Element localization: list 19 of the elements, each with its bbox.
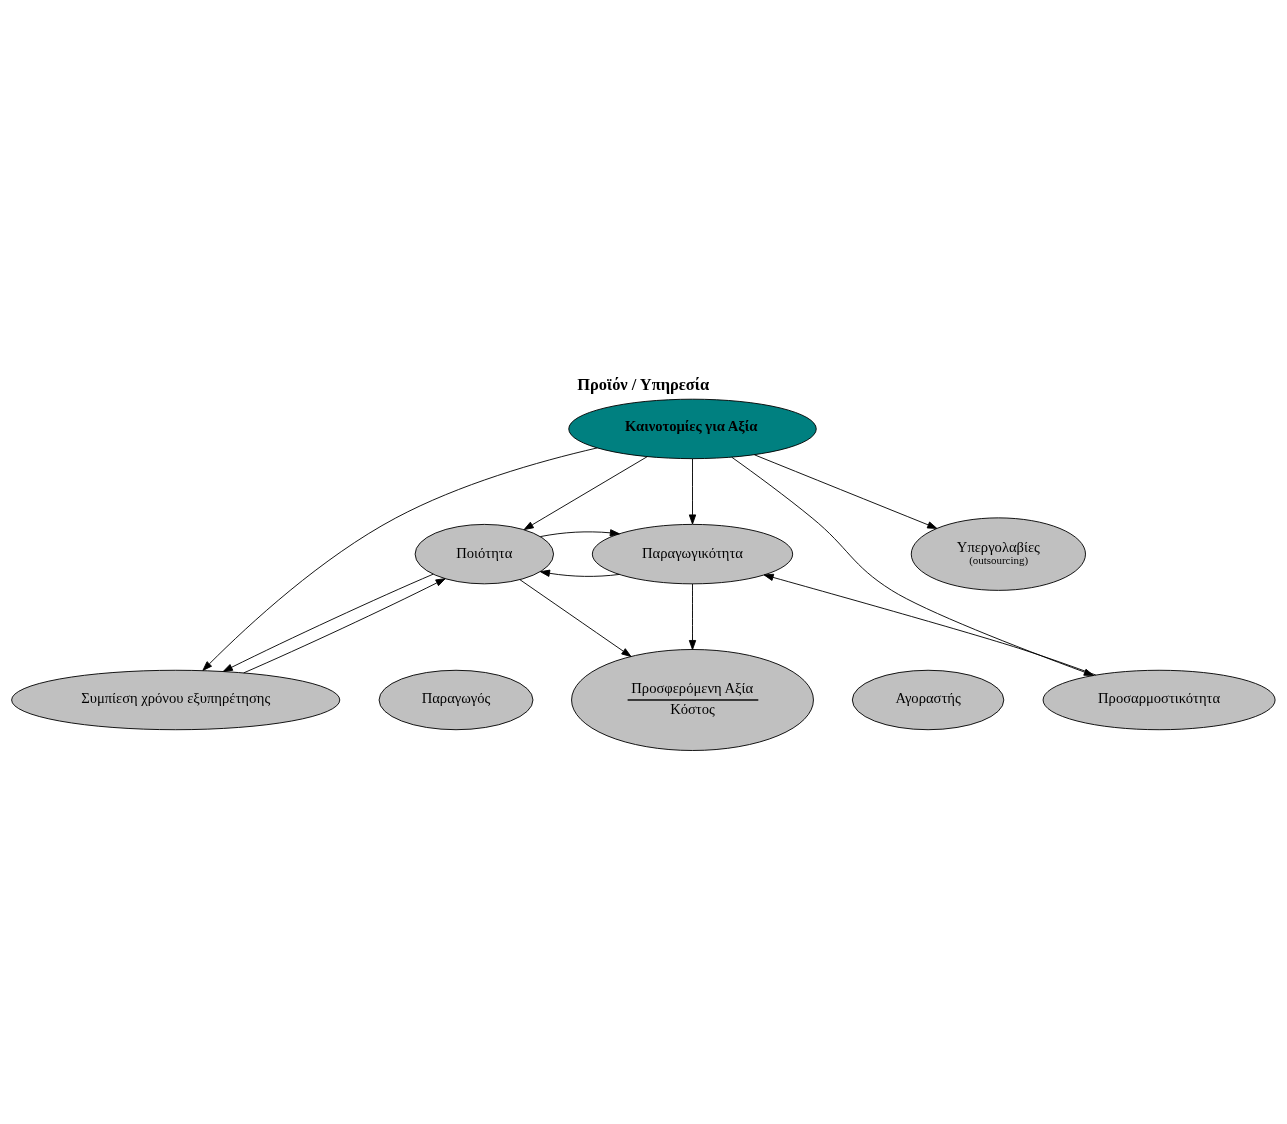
node-ellipse: Συμπίεση χρόνου εξυπηρέτησης <box>11 669 341 731</box>
arrow <box>688 583 697 651</box>
node-ellipse: Υπεργολαβίες (outsourcing) <box>910 517 1086 591</box>
node-ellipse: Παραγωγός <box>378 669 534 731</box>
arrow <box>539 569 620 577</box>
arrow <box>688 458 697 525</box>
arrow <box>519 579 632 657</box>
diagram-title: Προϊόν / Υπηρεσία <box>577 374 710 394</box>
arrow <box>202 447 598 671</box>
arrow <box>753 454 938 529</box>
arrow <box>763 573 1097 676</box>
node-ellipse: Αγοραστής <box>851 669 1005 731</box>
arrow <box>523 456 648 531</box>
arrow <box>243 578 446 674</box>
arrow <box>539 529 620 538</box>
node-ellipse: Παραγωγικότητα <box>591 523 794 585</box>
arrow <box>731 456 1094 676</box>
node-ellipse: Καινοτομίες για Αξία <box>568 398 817 460</box>
arrow <box>222 573 434 672</box>
